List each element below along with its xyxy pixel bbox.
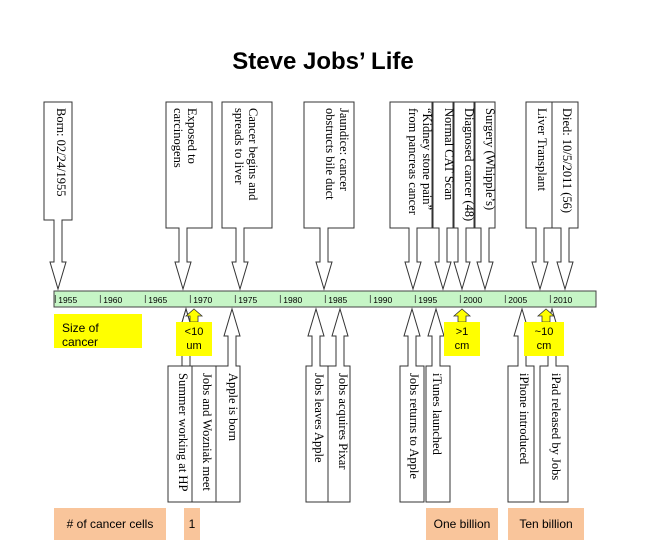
year-label-1960: 1960 <box>103 295 122 305</box>
callout-born <box>43 101 73 291</box>
callout-jaundice <box>303 101 355 291</box>
event-itunes: iTunes launched <box>430 373 444 455</box>
upper-arrows <box>43 101 579 291</box>
size-marker-large-line1: ~10 <box>534 326 554 338</box>
event-woz-meet: Jobs and Wozniak meet <box>200 373 214 491</box>
year-label-2010: 2010 <box>553 295 572 305</box>
callout-apple-born <box>215 307 241 503</box>
callout-died <box>551 101 579 291</box>
event-exposed: Exposed to carcinogens <box>171 108 199 168</box>
size-marker-small-line2: um <box>186 340 202 352</box>
cancer-cells-one: 1 <box>184 508 200 540</box>
size-of-cancer-label: Size of cancer <box>54 314 142 349</box>
timeline-ticks <box>54 295 551 303</box>
year-label-2000: 2000 <box>463 295 482 305</box>
size-marker-medium-line2: cm <box>454 340 470 352</box>
callout-itunes <box>425 307 451 503</box>
size-arrow-medium <box>452 308 472 323</box>
callout-diagnosed <box>453 101 475 291</box>
callout-pixar <box>327 307 351 503</box>
event-kidney-pain: “Kidney stone pain” from pancreas cancer <box>406 108 434 215</box>
event-normal-cat: Normal CAT Scan <box>442 108 456 201</box>
callout-cancer-begins <box>221 101 273 291</box>
timeline-years: 1955 1960 1965 1970 1975 1980 1985 1990 1995 2000… <box>58 295 572 305</box>
year-label-1975: 1975 <box>238 295 257 305</box>
year-label-1985: 1985 <box>328 295 347 305</box>
size-marker-large: ~10 cm <box>524 322 564 356</box>
event-leaves-apple: Jobs leaves Apple <box>312 373 326 463</box>
event-apple-born: Apple is born <box>226 373 240 442</box>
size-marker-medium: >1 cm <box>444 322 480 356</box>
size-marker-small-line1: <10 <box>184 326 204 338</box>
event-died: Died: 10/5/2011 (56) <box>560 108 574 214</box>
event-surgery: Surgery (Whipple’s) <box>483 108 497 211</box>
page-title: Steve Jobs’ Life <box>232 48 414 75</box>
size-arrow-small <box>184 308 204 323</box>
year-label-1990: 1990 <box>373 295 392 305</box>
event-jaundice: Jaundice: cancer obstructs bile duct <box>323 108 351 200</box>
year-label-2005: 2005 <box>508 295 527 305</box>
event-hp: Summer working at HP <box>176 373 190 492</box>
year-label-1955: 1955 <box>58 295 77 305</box>
callout-kidney-pain <box>389 101 433 291</box>
event-liver-transplant: Liver Transplant <box>535 108 549 191</box>
cancer-cells-one-billion: One billion <box>426 508 498 540</box>
size-arrows <box>184 308 556 323</box>
size-marker-medium-line1: >1 <box>455 326 469 338</box>
event-iphone: iPhone introduced <box>517 373 531 465</box>
year-label-1980: 1980 <box>283 295 302 305</box>
cancer-cells-ten-billion: Ten billion <box>508 508 584 540</box>
event-cancer-begins: Cancer begins and spreads to liver <box>232 108 260 201</box>
callout-surgery <box>474 101 496 291</box>
event-pixar: Jobs acquires Pixar <box>336 373 350 470</box>
callout-normal-cat <box>432 101 454 291</box>
event-returns: Jobs returns to Apple <box>407 373 421 479</box>
size-marker-small: <10 um <box>176 322 212 356</box>
year-label-1965: 1965 <box>148 295 167 305</box>
callout-exposed <box>165 101 213 291</box>
event-born: Born: 02/24/1955 <box>54 108 68 197</box>
cancer-cells-label: # of cancer cells <box>54 508 166 540</box>
size-marker-large-line2: cm <box>536 340 552 352</box>
callout-returns <box>399 307 425 503</box>
size-arrow-large <box>536 308 556 323</box>
event-diagnosed: Diagnosed cancer (48) <box>462 108 476 222</box>
lower-arrows <box>167 307 569 503</box>
event-ipad: iPad released by Jobs <box>549 373 563 481</box>
year-label-1995: 1995 <box>418 295 437 305</box>
year-label-1970: 1970 <box>193 295 212 305</box>
